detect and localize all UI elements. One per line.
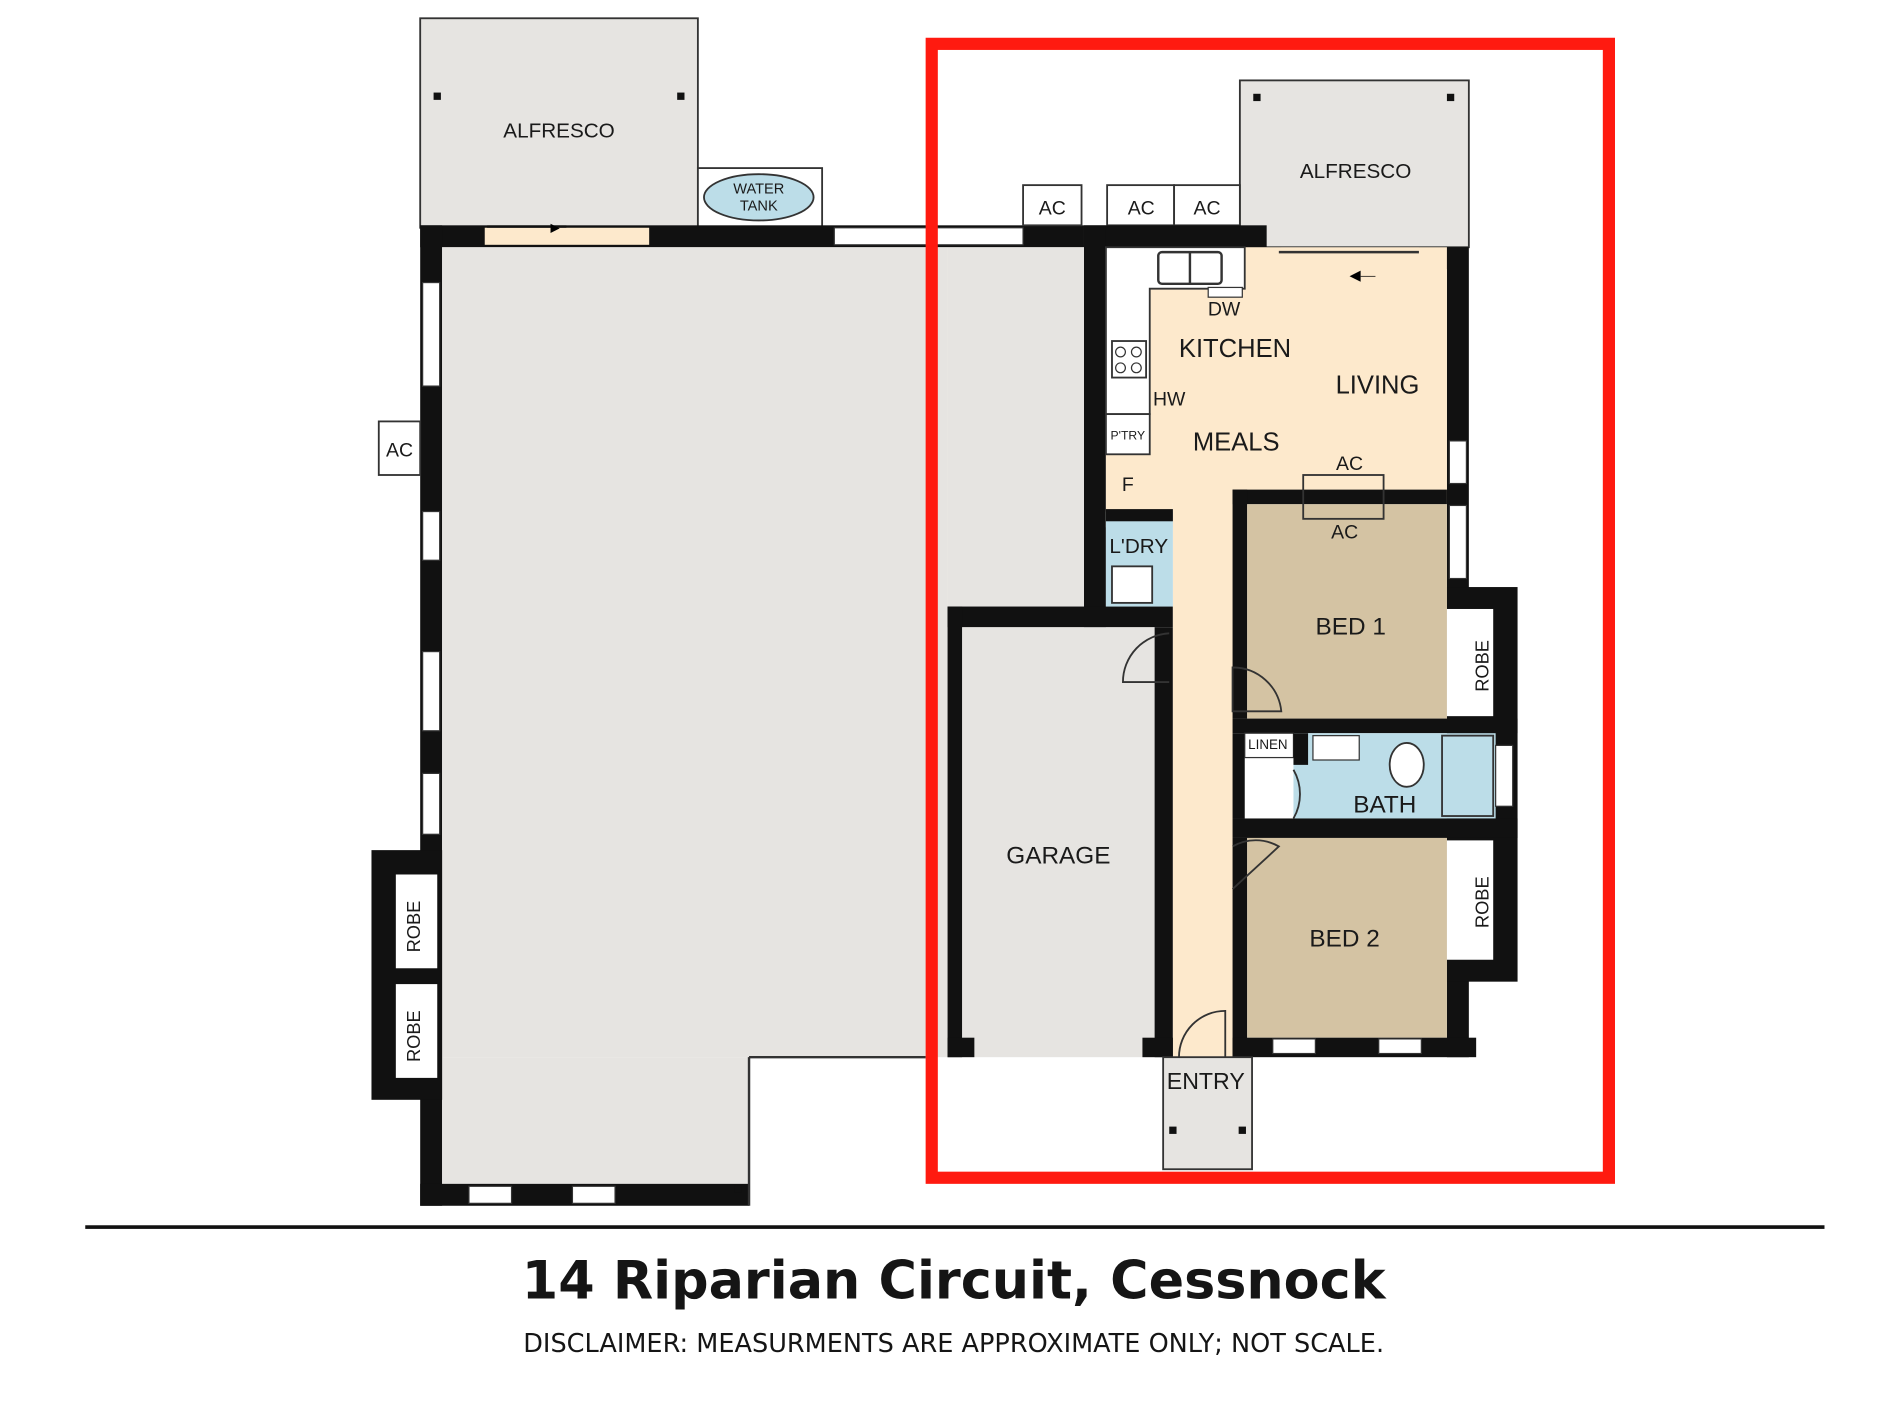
bed2-label: BED 2: [1309, 925, 1379, 952]
svg-text:◀—: ◀—: [1349, 268, 1375, 284]
ac-label: AC: [1039, 197, 1066, 219]
bed1-label: BED 1: [1316, 614, 1386, 641]
water-tank: WATER TANK: [696, 167, 824, 228]
ac-label: AC: [1336, 453, 1363, 475]
alfresco-right-label: ALFRESCO: [1300, 160, 1412, 183]
garage-label: GARAGE: [1006, 843, 1110, 870]
alfresco-left: ALFRESCO: [419, 17, 699, 229]
alfresco-right: ALFRESCO: [1238, 79, 1470, 249]
ac-label: AC: [1128, 197, 1155, 219]
water-tank-label: WATER: [733, 182, 784, 198]
robe-label: ROBE: [1471, 640, 1492, 692]
robe-label: ROBE: [403, 1010, 424, 1062]
living-label: LIVING: [1336, 371, 1420, 399]
ac-unit-left: AC: [377, 420, 422, 476]
alfresco-left-label: ALFRESCO: [503, 120, 615, 143]
laundry-label: L'DRY: [1109, 535, 1168, 558]
ac-units-top: AC AC AC: [1022, 184, 1241, 227]
entry-porch: [1162, 1056, 1253, 1171]
disclaimer-text: DISCLAIMER: MEASURMENTS ARE APPROXIMATE …: [523, 1329, 1384, 1359]
bath-label: BATH: [1353, 791, 1416, 818]
fridge-label: F: [1122, 474, 1134, 496]
hot-water-label: HW: [1153, 389, 1186, 411]
property-address-title: 14 Riparian Circuit, Cessnock: [522, 1250, 1387, 1311]
robe-label: ROBE: [1471, 876, 1492, 928]
room-labels: KITCHEN LIVING MEALS DW HW P'TRY F AC AC…: [1006, 298, 1492, 1093]
dishwasher-label: DW: [1208, 298, 1241, 320]
svg-text:▶: ▶: [551, 220, 561, 234]
linen-label: LINEN: [1248, 737, 1287, 752]
entry-label: ENTRY: [1167, 1068, 1245, 1094]
pantry-label: P'TRY: [1111, 429, 1146, 443]
meals-label: MEALS: [1193, 429, 1280, 457]
left-structure: ▶: [420, 220, 1084, 1206]
highlight-rectangle: [925, 37, 1615, 1184]
water-tank-label-2: TANK: [740, 199, 778, 215]
ac-label: AC: [1193, 197, 1220, 219]
house-interior: ◀—: [947, 225, 1518, 1058]
ac-label: AC: [1331, 521, 1358, 543]
left-robes: ROBE ROBE: [371, 850, 443, 1100]
ac-label: AC: [386, 440, 413, 462]
kitchen-label: KITCHEN: [1179, 335, 1291, 363]
footer-divider: [85, 1225, 1825, 1229]
robe-label: ROBE: [403, 901, 424, 953]
